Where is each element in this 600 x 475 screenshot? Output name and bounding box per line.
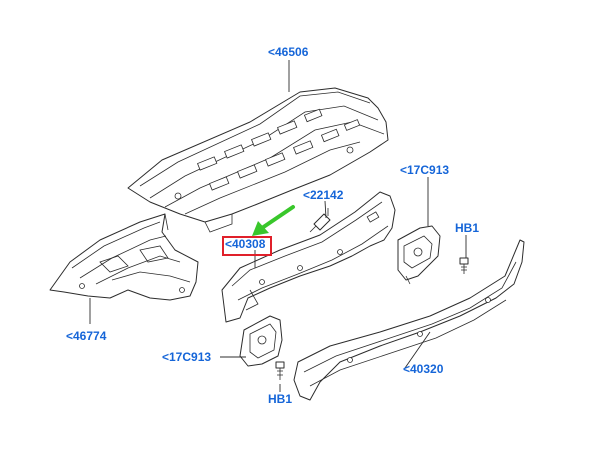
- callout-17c913-top[interactable]: <17C913: [400, 163, 450, 177]
- small-clip: [309, 208, 331, 233]
- rear-floor-panel: [127, 87, 389, 233]
- left-floor-section: [49, 213, 199, 301]
- callout-46506[interactable]: <46506: [268, 45, 309, 59]
- callout-22142[interactable]: <22142: [303, 188, 344, 202]
- upper-bracket: [397, 225, 441, 285]
- leader-lines: [89, 60, 467, 392]
- rear-cross-member: [221, 191, 396, 323]
- bumper-reinforcement: [293, 239, 525, 401]
- pointer-arrow: [252, 205, 295, 236]
- callout-40320[interactable]: <40320: [403, 362, 444, 376]
- bolt-right: [459, 257, 469, 274]
- bolt-bottom: [275, 361, 285, 380]
- lower-bracket: [239, 315, 283, 367]
- callout-40308[interactable]: <40308: [225, 237, 266, 251]
- callout-17c913-bottom[interactable]: <17C913: [162, 350, 212, 364]
- callout-hb1-bottom[interactable]: HB1: [268, 392, 293, 406]
- callout-46774[interactable]: <46774: [66, 329, 107, 343]
- callout-hb1-right[interactable]: HB1: [455, 221, 480, 235]
